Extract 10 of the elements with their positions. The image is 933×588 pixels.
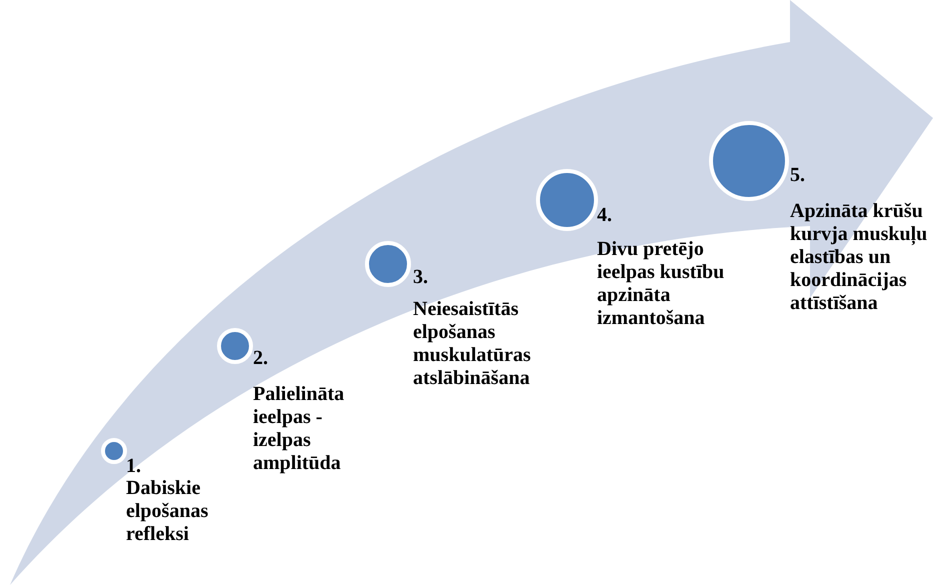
step-description: Neiesaistītās elpošanas muskulatūras atslābināšana xyxy=(413,298,532,390)
step-number: 5. xyxy=(790,164,805,187)
step-description: Divu pretējo ieelpas kustību apzināta izmantošana xyxy=(597,238,726,330)
step-number: 4. xyxy=(597,204,612,227)
step-number: 1. xyxy=(126,455,141,478)
step-number: 3. xyxy=(413,266,428,289)
step-description: Palielināta ieelpas - izelpas amplitūda xyxy=(253,383,346,475)
step-number: 2. xyxy=(253,347,268,370)
step-description: Dabiskie elpošanas refleksi xyxy=(126,477,210,546)
step-description: Apzināta krūšu kurvja muskuļu elastības un koordinācijas attīstīšana xyxy=(790,200,928,315)
